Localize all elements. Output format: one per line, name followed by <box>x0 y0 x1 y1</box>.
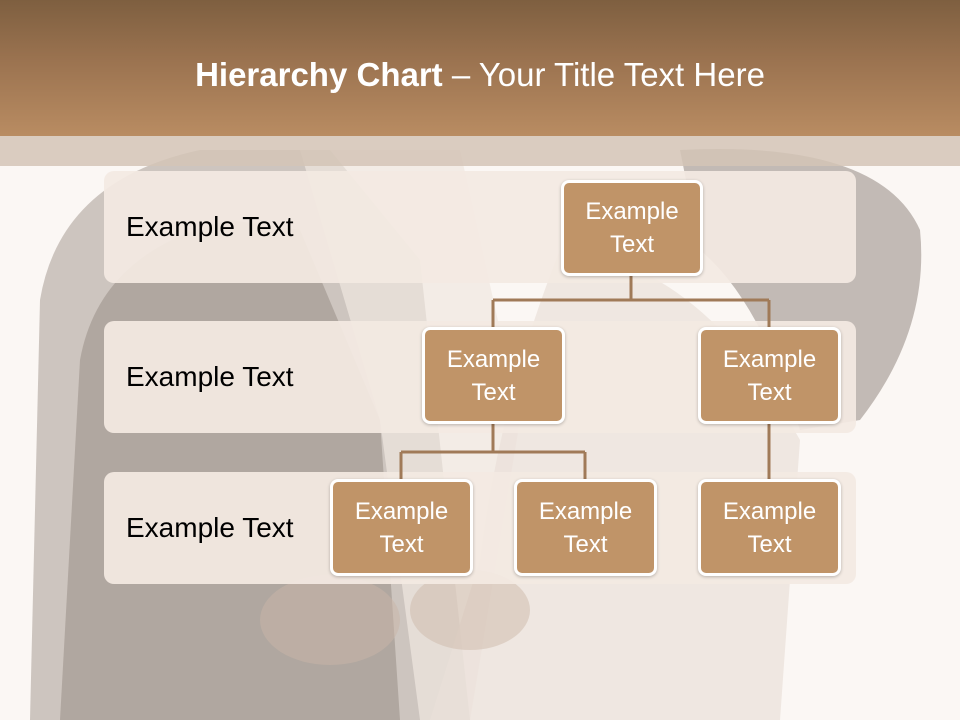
node-level2-right[interactable]: Example Text <box>698 327 841 424</box>
level-label-1: Example Text <box>126 211 294 242</box>
level-label-2: Example Text <box>126 361 294 392</box>
node-level2-left[interactable]: Example Text <box>422 327 565 424</box>
node-level3-b-label: Example Text <box>538 497 633 558</box>
node-level2-right-label: Example Text <box>722 345 817 406</box>
slide-title: Hierarchy Chart – Your Title Text Here <box>0 52 960 98</box>
node-root[interactable]: Example Text <box>561 180 703 276</box>
node-level3-c[interactable]: Example Text <box>698 479 841 576</box>
title-bar <box>0 0 960 136</box>
title-bar-strip <box>0 136 960 166</box>
title-bold: Hierarchy Chart <box>195 56 443 93</box>
node-level3-a[interactable]: Example Text <box>330 479 473 576</box>
level-label-3: Example Text <box>126 512 294 543</box>
node-level3-b[interactable]: Example Text <box>514 479 657 576</box>
node-root-label: Example Text <box>585 198 679 258</box>
node-level2-left-label: Example Text <box>446 345 541 406</box>
node-level3-a-label: Example Text <box>354 497 449 558</box>
title-rest: – Your Title Text Here <box>442 56 765 93</box>
level-band-1: Example Text <box>104 171 856 283</box>
node-level3-c-label: Example Text <box>722 497 817 558</box>
